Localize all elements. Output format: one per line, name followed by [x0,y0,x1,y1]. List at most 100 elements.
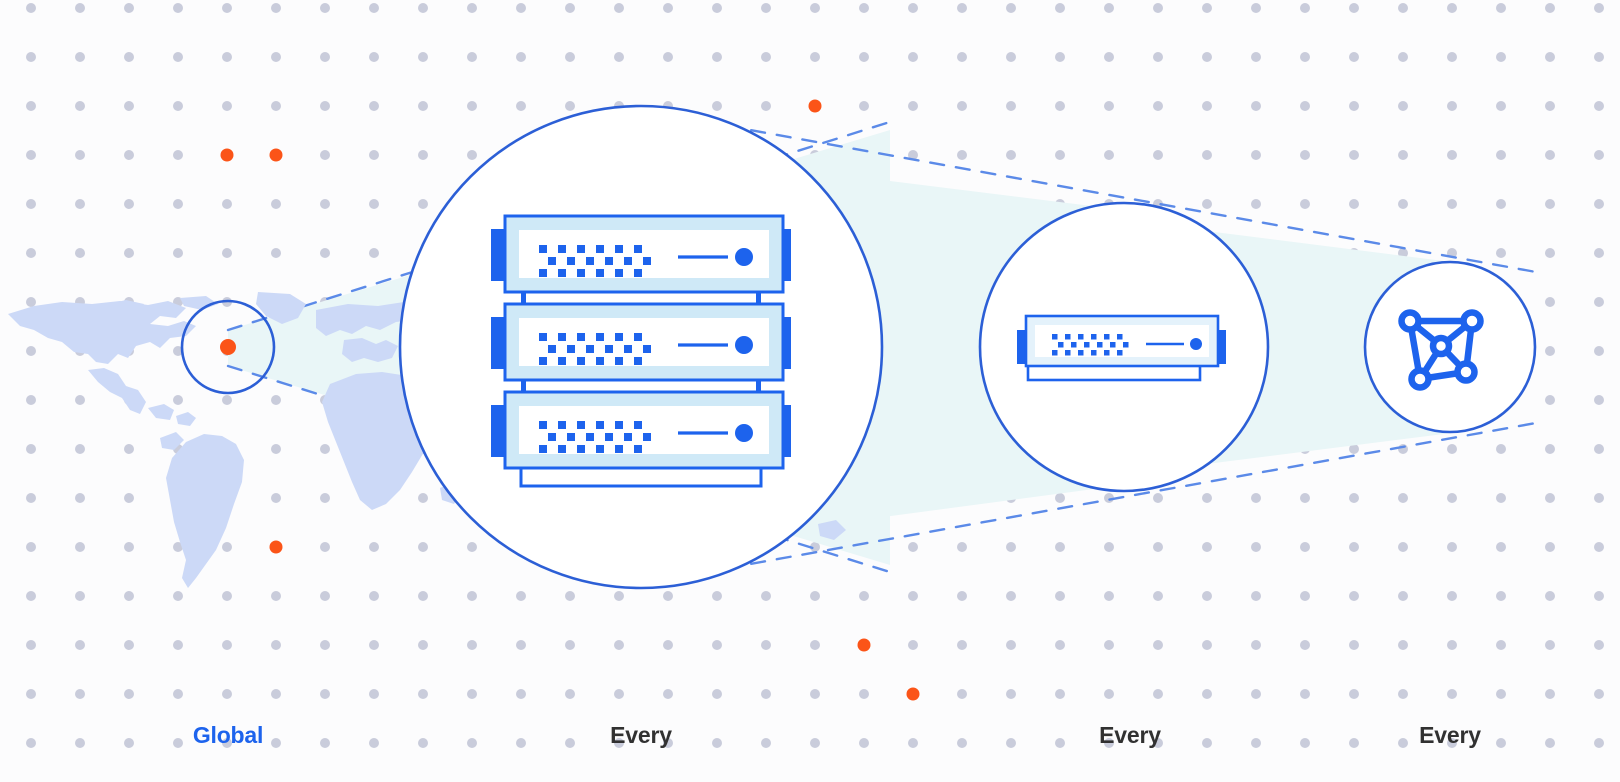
grid-dot [663,591,673,601]
grid-dot [124,150,134,160]
grid-dot [1202,101,1212,111]
grid-dot [1594,591,1604,601]
grid-dot [467,640,477,650]
grid-dot [173,150,183,160]
grid-dot [467,738,477,748]
grid-dot [1251,3,1261,13]
server-unit-1[interactable] [491,214,791,294]
grid-dot [271,248,281,258]
grid-dot [859,689,869,699]
grid-dot [1006,101,1016,111]
grid-dot [1594,689,1604,699]
grid-dot [26,248,36,258]
grid-dot [565,101,575,111]
grid-dot [418,3,428,13]
grid-dot [75,444,85,454]
grid-dot [1398,3,1408,13]
grid-dot [1153,150,1163,160]
grid-dot [1349,101,1359,111]
grid-dot [1545,248,1555,258]
grid-dot [320,150,330,160]
grid-dot [1251,101,1261,111]
grid-dot [320,248,330,258]
grid-dot [1594,297,1604,307]
unit-vent-dots [539,421,651,453]
grid-dot [173,52,183,62]
unit-status-led [735,336,753,354]
grid-dot [565,640,575,650]
grid-dot-highlight [808,99,822,113]
grid-dot [173,248,183,258]
graph-node-bottom-right [1454,360,1478,384]
grid-dot [1153,640,1163,650]
grid-dot [1496,542,1506,552]
grid-dot [663,3,673,13]
grid-dot [75,395,85,405]
grid-dot [418,199,428,209]
unit-panel [519,230,769,278]
grid-dot [1447,689,1457,699]
grid-dot [1153,738,1163,748]
grid-dot [173,199,183,209]
grid-dot [1545,542,1555,552]
grid-dot [271,738,281,748]
grid-dot [761,689,771,699]
grid-dot [26,591,36,601]
grid-dot [614,640,624,650]
grid-dot [26,542,36,552]
grid-dot [124,591,134,601]
network-graph-icon[interactable] [1398,309,1484,391]
grid-dot [1300,52,1310,62]
grid-dot [908,738,918,748]
grid-dot [467,3,477,13]
grid-dot [810,591,820,601]
unit-panel [519,318,769,366]
grid-dot [1398,150,1408,160]
grid-dot [1545,395,1555,405]
grid-dot [1202,3,1212,13]
grid-dot [1104,3,1114,13]
grid-dot [467,591,477,601]
grid-dot [1594,199,1604,209]
grid-dot [1055,689,1065,699]
grid-dot [516,101,526,111]
grid-dot [320,493,330,503]
grid-dot [75,101,85,111]
grid-dot [26,52,36,62]
grid-dot [1300,738,1310,748]
grid-dot [1398,199,1408,209]
single-server[interactable] [1017,314,1226,382]
grid-dot [1545,297,1555,307]
grid-dot [1006,591,1016,601]
grid-dot [1496,248,1506,258]
grid-dot [1251,738,1261,748]
map-location-marker [220,339,236,355]
grid-dot [1447,199,1457,209]
grid-dot [614,52,624,62]
grid-dot [467,52,477,62]
grid-dot [957,3,967,13]
unit-status-led [735,248,753,266]
grid-dot [614,3,624,13]
grid-dot [418,52,428,62]
grid-dot [908,52,918,62]
grid-dot [418,591,428,601]
grid-dot [1496,444,1506,454]
grid-dot [1055,738,1065,748]
grid-dot [712,689,722,699]
grid-dot [1349,591,1359,601]
grid-dot-highlight [857,638,871,652]
grid-dot [712,591,722,601]
grid-dot [173,3,183,13]
grid-dot [271,3,281,13]
grid-dot [1055,591,1065,601]
grid-dot [1447,640,1457,650]
grid-dot [1398,542,1408,552]
grid-dot [26,101,36,111]
grid-dot [124,542,134,552]
grid-dot [1594,3,1604,13]
server-unit-2[interactable] [491,302,791,382]
grid-dot [1545,346,1555,356]
server-unit-3[interactable] [491,390,791,470]
grid-dot-highlight [269,540,283,554]
